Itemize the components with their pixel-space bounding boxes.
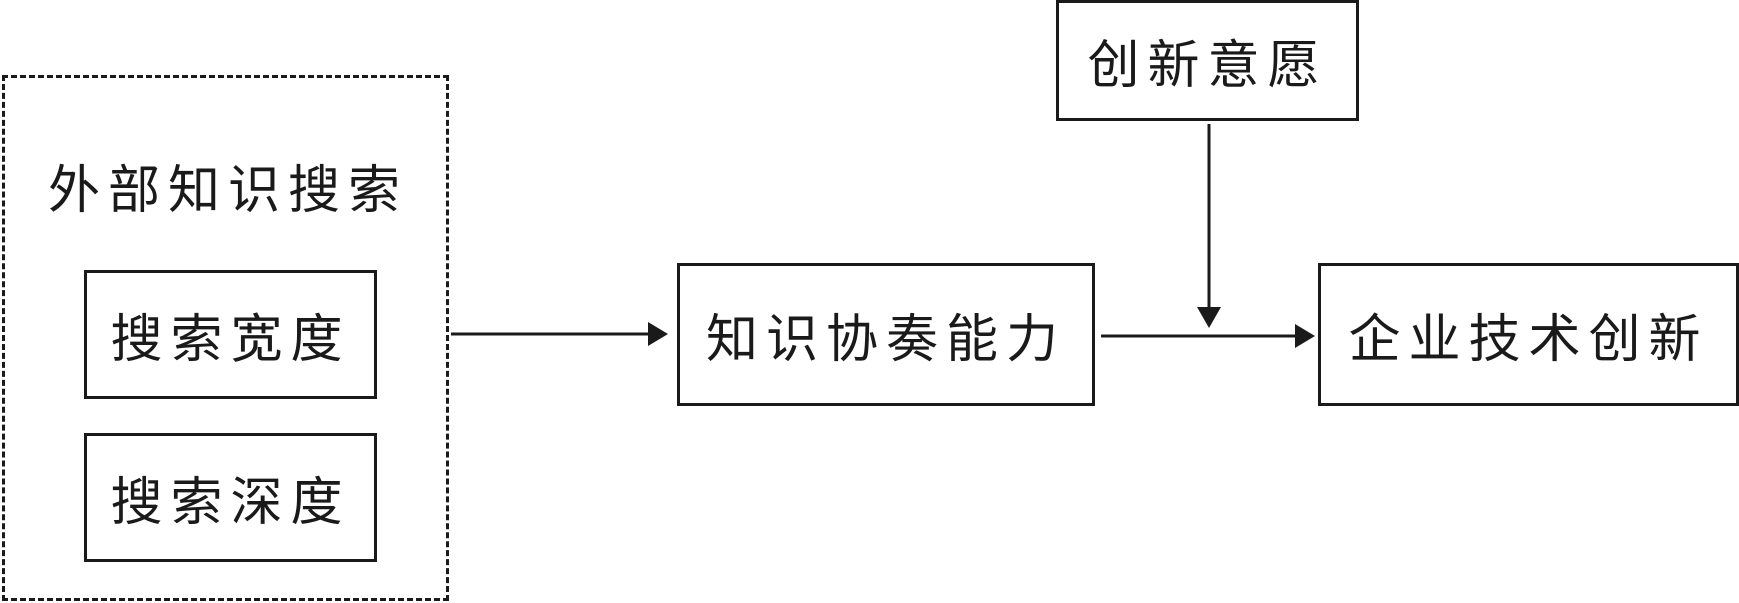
search-breadth-label: 搜索宽度 xyxy=(110,310,351,370)
external-knowledge-search-group xyxy=(2,75,449,601)
knowledge-orchestration-node: 知识协奏能力 xyxy=(677,263,1095,406)
search-depth-node: 搜索深度 xyxy=(84,433,377,562)
technological-innovation-node: 企业技术创新 xyxy=(1318,263,1739,406)
search-depth-label: 搜索深度 xyxy=(110,473,351,533)
arrowhead-orchestration-to-innovation xyxy=(1295,324,1315,348)
search-breadth-node: 搜索宽度 xyxy=(84,270,377,399)
knowledge-orchestration-label: 知识协奏能力 xyxy=(705,310,1066,370)
external-knowledge-search-label: 外部知识搜索 xyxy=(48,161,409,221)
arrowhead-willingness-moderation xyxy=(1197,307,1221,328)
innovation-willingness-label: 创新意愿 xyxy=(1087,36,1328,96)
arrowhead-search-to-orchestration xyxy=(648,322,668,346)
innovation-willingness-node: 创新意愿 xyxy=(1056,0,1359,121)
technological-innovation-label: 企业技术创新 xyxy=(1348,310,1709,370)
